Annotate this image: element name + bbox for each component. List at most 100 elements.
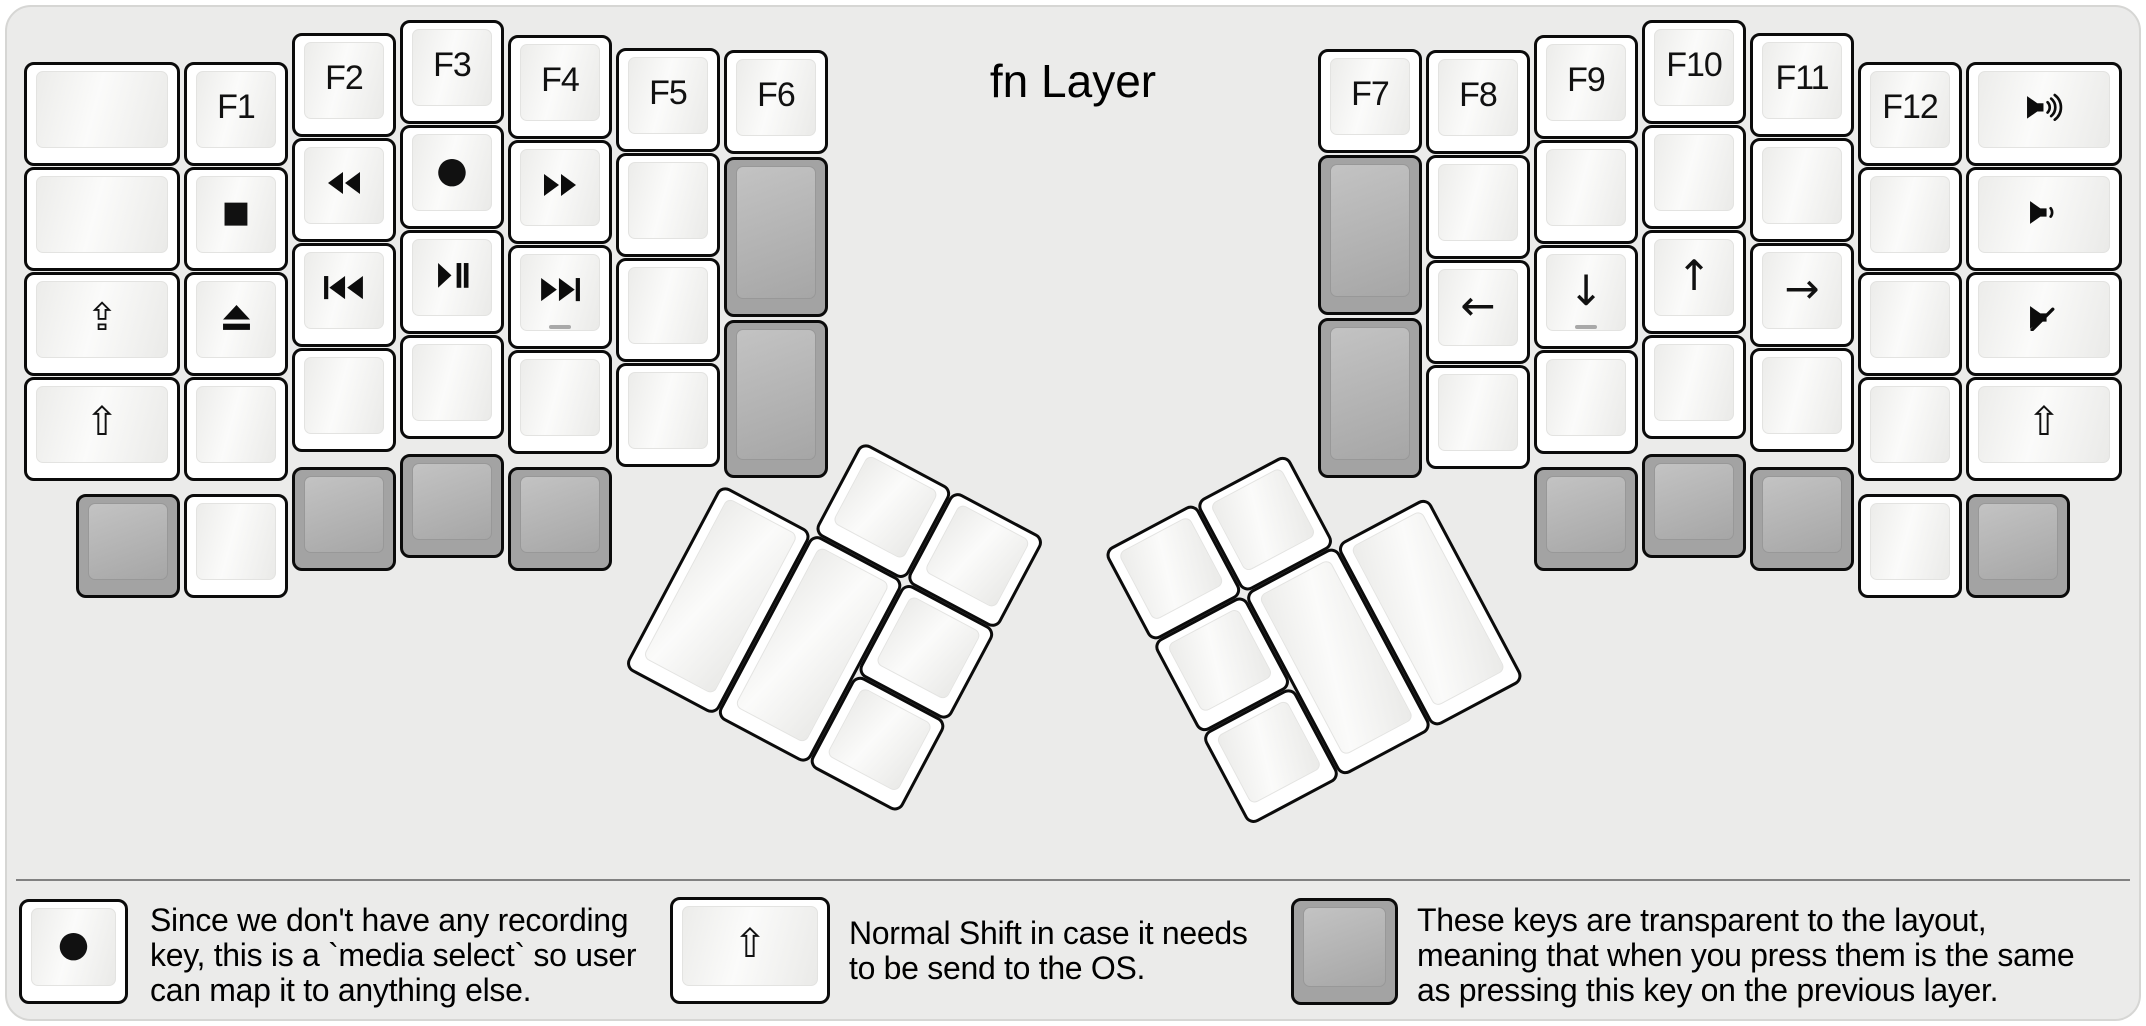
- keycap-surface: [412, 239, 492, 316]
- keycap-surface: [196, 281, 276, 358]
- key-arrow-left[interactable]: ←: [1426, 260, 1530, 364]
- keycap-surface: [196, 71, 276, 148]
- key-volume-down[interactable]: [1966, 167, 2122, 271]
- key-blank[interactable]: [616, 153, 720, 257]
- key-blank[interactable]: [616, 363, 720, 467]
- keycap-surface: [1978, 71, 2110, 148]
- key-blank[interactable]: [1534, 350, 1638, 454]
- keycap-surface: [1330, 327, 1410, 460]
- keycap-surface: [1654, 463, 1734, 540]
- legend-key-media-select: ●: [19, 899, 128, 1004]
- key-transparent[interactable]: [508, 467, 612, 571]
- key-blank[interactable]: [508, 350, 612, 454]
- keycap-surface: [1330, 164, 1410, 297]
- key-f11[interactable]: F11: [1750, 33, 1854, 137]
- key-media-select[interactable]: ●: [400, 125, 504, 229]
- stop-icon: ■: [221, 194, 251, 230]
- key-f7[interactable]: F7: [1318, 49, 1422, 153]
- key-shift-left[interactable]: ⇧: [24, 377, 180, 481]
- keycap-surface: [628, 162, 708, 239]
- key-blank[interactable]: [1750, 348, 1854, 452]
- key-blank[interactable]: [1858, 167, 1962, 271]
- key-blank[interactable]: [24, 62, 180, 166]
- keycap-surface: [1870, 386, 1950, 463]
- key-f3[interactable]: F3: [400, 20, 504, 124]
- key-transparent[interactable]: [1642, 454, 1746, 558]
- arrow-left-icon: ←: [1460, 280, 1496, 330]
- key-blank[interactable]: [24, 167, 180, 271]
- keycap-surface: [412, 463, 492, 540]
- keycap-surface: [1762, 147, 1842, 224]
- key-blank[interactable]: [1750, 138, 1854, 242]
- key-prev-track[interactable]: [292, 243, 396, 347]
- key-transparent[interactable]: [1534, 467, 1638, 571]
- key-volume-up[interactable]: [1966, 62, 2122, 166]
- key-label: F9: [1567, 60, 1606, 99]
- key-arrow-up[interactable]: ↑: [1642, 230, 1746, 334]
- key-transparent[interactable]: [1750, 467, 1854, 571]
- key-f1[interactable]: F1: [184, 62, 288, 166]
- key-play-pause[interactable]: [400, 230, 504, 334]
- key-eject[interactable]: [184, 272, 288, 376]
- key-f5[interactable]: F5: [616, 48, 720, 152]
- legend-note-shift: Normal Shift in case it needs to be send…: [849, 915, 1248, 986]
- key-caps-lock[interactable]: ⇪: [24, 272, 180, 376]
- keycap-surface: [1654, 344, 1734, 421]
- key-blank[interactable]: [184, 494, 288, 598]
- keycap-surface: [412, 344, 492, 421]
- key-transparent[interactable]: [1318, 155, 1422, 315]
- rewind-icon: [295, 141, 393, 225]
- key-rewind[interactable]: [292, 138, 396, 242]
- keycap-surface: [682, 906, 818, 986]
- play-pause-icon: [403, 233, 501, 317]
- key-blank[interactable]: [1858, 377, 1962, 481]
- key-fast-forward[interactable]: [508, 140, 612, 244]
- keycap-surface: [1438, 59, 1518, 136]
- key-stop[interactable]: ■: [184, 167, 288, 271]
- keycap-surface: [412, 29, 492, 106]
- key-blank[interactable]: [1858, 272, 1962, 376]
- key-f10[interactable]: F10: [1642, 20, 1746, 124]
- key-blank[interactable]: [616, 258, 720, 362]
- key-blank[interactable]: [184, 377, 288, 481]
- key-blank[interactable]: [1534, 140, 1638, 244]
- key-transparent[interactable]: [1318, 318, 1422, 478]
- key-blank[interactable]: [1642, 125, 1746, 229]
- keycap-surface: [1330, 58, 1410, 135]
- key-blank[interactable]: [1426, 365, 1530, 469]
- key-arrow-down[interactable]: ↓: [1534, 245, 1638, 349]
- key-blank[interactable]: [400, 335, 504, 439]
- key-f4[interactable]: F4: [508, 35, 612, 139]
- key-f9[interactable]: F9: [1534, 35, 1638, 139]
- shift-icon: ⇧: [733, 920, 767, 967]
- keycap-surface: [1870, 71, 1950, 148]
- key-blank[interactable]: [1642, 335, 1746, 439]
- key-transparent[interactable]: [1966, 494, 2070, 598]
- keycap-surface: [1762, 42, 1842, 119]
- record-icon: ●: [436, 149, 468, 191]
- keycap-surface: [1654, 29, 1734, 106]
- keycap-surface: [31, 908, 116, 986]
- key-transparent[interactable]: [76, 494, 180, 598]
- key-blank[interactable]: [1426, 155, 1530, 259]
- volume-up-icon: [1969, 65, 2119, 149]
- key-next-track[interactable]: [508, 245, 612, 349]
- key-mute[interactable]: [1966, 272, 2122, 376]
- keycap-surface: [36, 386, 168, 463]
- key-transparent[interactable]: [292, 467, 396, 571]
- key-f6[interactable]: F6: [724, 50, 828, 154]
- key-f2[interactable]: F2: [292, 33, 396, 137]
- key-transparent[interactable]: [400, 454, 504, 558]
- key-f12[interactable]: F12: [1858, 62, 1962, 166]
- key-arrow-right[interactable]: →: [1750, 243, 1854, 347]
- key-f8[interactable]: F8: [1426, 50, 1530, 154]
- keycap-surface: [736, 166, 816, 299]
- key-shift-right[interactable]: ⇧: [1966, 377, 2122, 481]
- key-blank[interactable]: [1858, 494, 1962, 598]
- keycap-surface: [1870, 281, 1950, 358]
- key-transparent[interactable]: [724, 320, 828, 478]
- key-transparent[interactable]: [724, 157, 828, 317]
- keycap-surface: [1654, 239, 1734, 316]
- key-blank[interactable]: [292, 348, 396, 452]
